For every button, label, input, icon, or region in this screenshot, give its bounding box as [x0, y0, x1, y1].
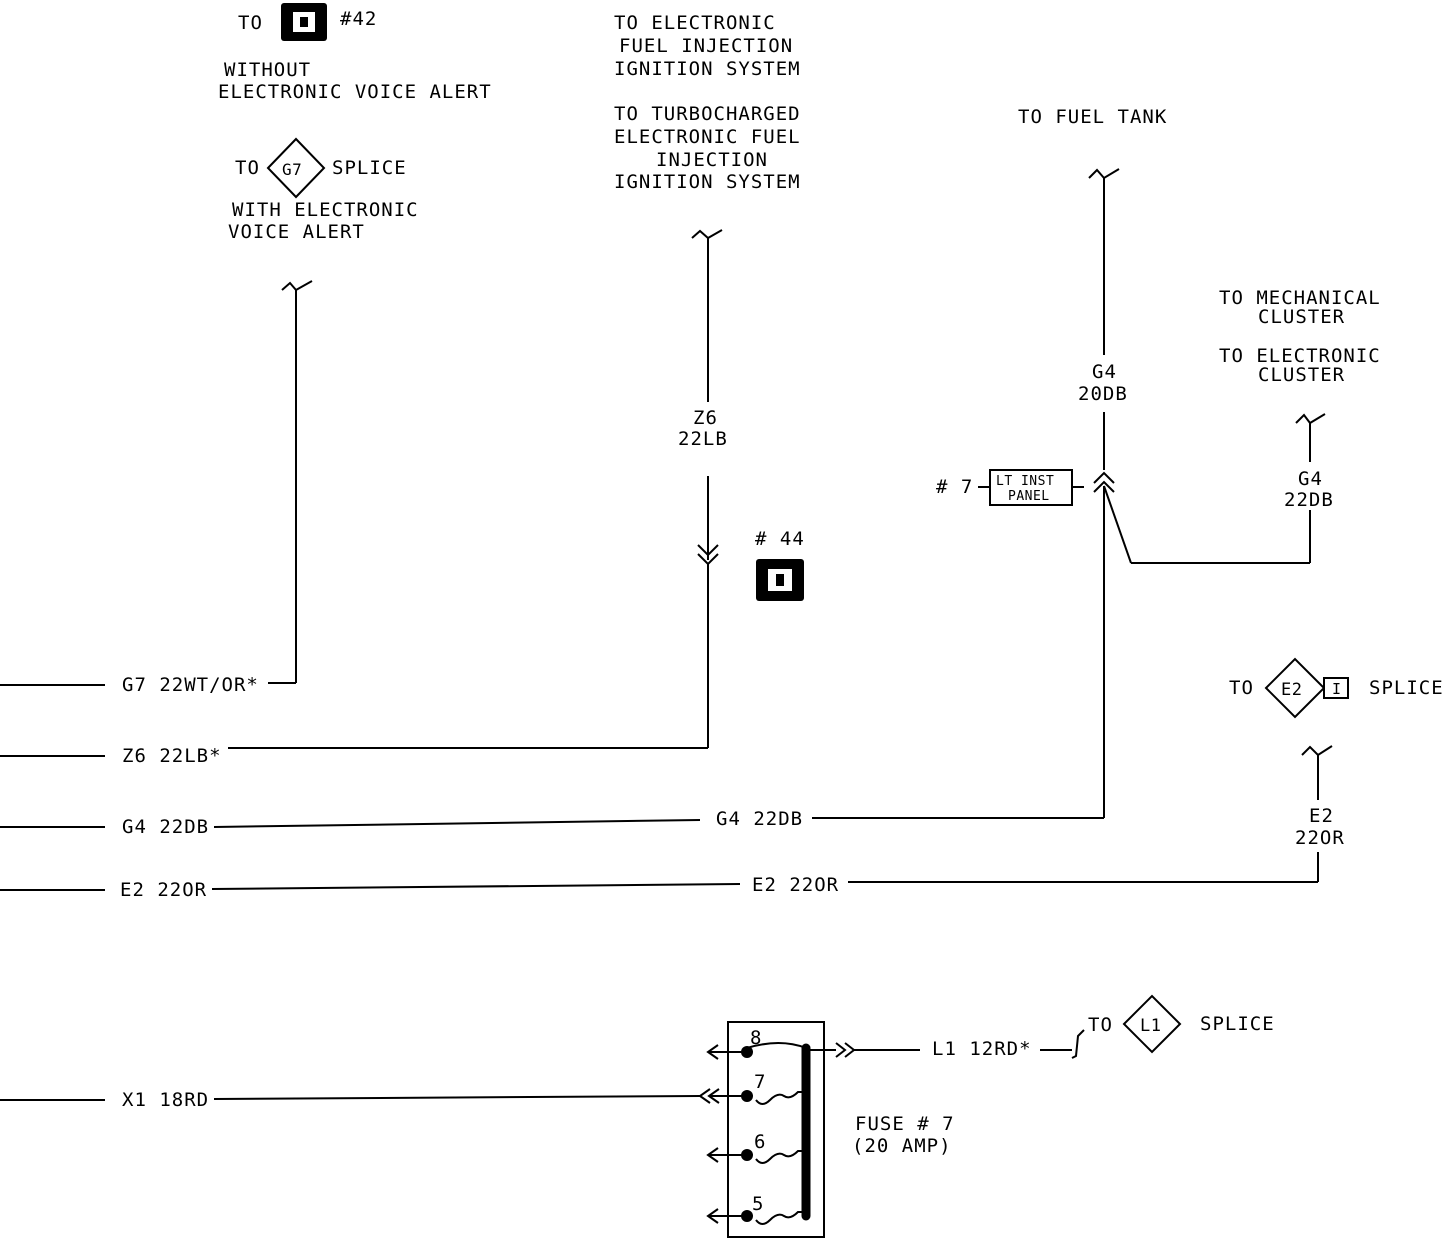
wire-g4-gauge: 20DB [1078, 383, 1128, 405]
turbo-note-line4: IGNITION SYSTEM [614, 171, 801, 193]
wire-z6-left-label: Z6 22LB* [122, 745, 222, 767]
to-label-e2: TO [1229, 677, 1254, 699]
pin-7-number: 7 [754, 1071, 766, 1093]
wire-break-g4-icon [1088, 168, 1120, 180]
pin-8-link [746, 1042, 807, 1049]
wire-g4-id: G4 [1092, 361, 1117, 383]
splice-l1-diamond-icon [1122, 994, 1182, 1054]
wire-e2-middle [211, 883, 741, 890]
efi-note-line3: IGNITION SYSTEM [614, 58, 801, 80]
efi-note-line1: TO ELECTRONIC [614, 12, 776, 34]
to-label-42: TO [238, 12, 263, 34]
fuel-tank-label: TO FUEL TANK [1018, 106, 1167, 128]
pin-8-out-arrow-icon [835, 1042, 856, 1058]
connector-arrow-g4-icon [1093, 471, 1115, 493]
wire-l1-label: L1 12RD* [932, 1038, 1032, 1060]
fuse-7-element-icon [755, 1091, 806, 1105]
wire-e2-gauge: 22OR [1295, 827, 1345, 849]
wire-break-z6-icon [691, 229, 723, 240]
wire-z6-gauge: 22LB [678, 428, 728, 450]
turbo-note-line1: TO TURBOCHARGED [614, 103, 801, 125]
connector-42-icon [281, 3, 327, 41]
without-note-line2: ELECTRONIC VOICE ALERT [218, 81, 492, 103]
without-note-line1: WITHOUT [224, 59, 311, 81]
splice-g7-label: SPLICE [332, 157, 407, 179]
fuse-6-element-icon [755, 1150, 806, 1164]
wire-e2-mid-label: E2 22OR [752, 874, 839, 896]
wire-g4-mid-label: G4 22DB [716, 808, 803, 830]
pin-7-terminal [741, 1090, 753, 1102]
splice-e2-suffix: I [1332, 680, 1342, 698]
connector-7-number: # 7 [936, 476, 973, 498]
mech-cluster-line2: CLUSTER [1258, 306, 1345, 328]
elec-cluster-line1: TO ELECTRONIC [1219, 345, 1381, 367]
wire-break-g7-icon [281, 280, 313, 292]
splice-g7-diamond-icon [266, 137, 326, 199]
connector-44-label: # 44 [755, 528, 805, 550]
connector-7-line1: LT INST [996, 474, 1054, 489]
wire-x1-left-label: X1 18RD [122, 1089, 209, 1111]
fuse-block-outline [727, 1021, 825, 1238]
elec-cluster-line2: CLUSTER [1258, 364, 1345, 386]
wire-g7-left-label: G7 22WT/OR* [122, 674, 259, 696]
mech-cluster-line1: TO MECHANICAL [1219, 287, 1381, 309]
wire-x1-middle [213, 1095, 701, 1100]
pin-5-terminal [741, 1210, 753, 1222]
wire-e2-left-label: E2 22OR [120, 879, 207, 901]
turbo-note-line2: ELECTRONIC FUEL [614, 126, 801, 148]
wire-g4b-gauge: 22DB [1284, 489, 1334, 511]
with-note-line2: VOICE ALERT [228, 221, 365, 243]
wire-g4b-id: G4 [1298, 468, 1323, 490]
pin-6-terminal [741, 1149, 753, 1161]
to-label-g7: TO [235, 157, 260, 179]
wire-break-g4b-icon [1295, 413, 1326, 425]
wire-g4-middle [213, 819, 701, 828]
turbo-note-line3: INJECTION [656, 149, 768, 171]
splice-l1-id: L1 [1140, 1016, 1161, 1036]
connector-7-line2: PANEL [1008, 489, 1050, 504]
connector-7-box [989, 469, 1073, 506]
fuse-label-line2: (20 AMP) [852, 1135, 952, 1157]
fuse-label-line1: FUSE # 7 [855, 1113, 955, 1135]
pin-5-number: 5 [752, 1193, 764, 1215]
connector-44-icon [756, 559, 804, 601]
wire-break-l1-icon [1071, 1029, 1085, 1059]
wire-g4-left-label: G4 22DB [122, 816, 209, 838]
splice-g7-id: G7 [282, 160, 302, 179]
fuse-5-element-icon [755, 1211, 806, 1225]
wire-z6-id: Z6 [693, 407, 718, 429]
wire-g4-branch-diagonal [1103, 485, 1132, 564]
splice-l1-label: SPLICE [1200, 1013, 1275, 1035]
pin-6-number: 6 [754, 1131, 766, 1153]
splice-e2-tab [1323, 677, 1349, 699]
connector-42-label: #42 [340, 8, 377, 30]
splice-e2-label: SPLICE [1369, 677, 1444, 699]
pin-8-number: 8 [750, 1027, 762, 1049]
splice-e2-id: E2 [1281, 680, 1302, 700]
wire-break-e2-icon [1301, 745, 1333, 757]
with-note-line1: WITH ELECTRONIC [232, 199, 419, 221]
efi-note-line2: FUEL INJECTION [619, 35, 793, 57]
to-label-l1: TO [1088, 1014, 1113, 1036]
wire-e2-id: E2 [1309, 805, 1334, 827]
pin-8-terminal [741, 1046, 753, 1058]
